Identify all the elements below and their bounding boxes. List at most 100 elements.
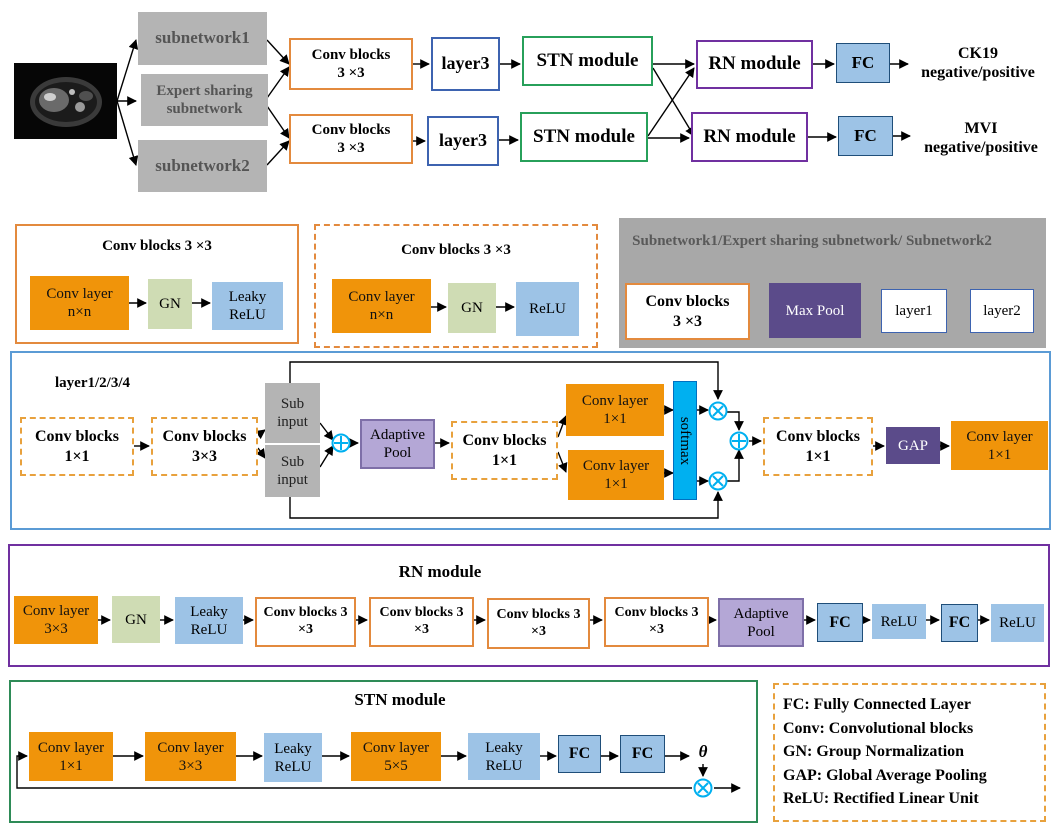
legend-box <box>773 683 1046 822</box>
legend-gap: GAP: Global Average Pooling <box>783 766 987 784</box>
output-ck19-sub: negative/positive <box>921 64 1035 82</box>
stn-fc-1: FC <box>558 735 601 773</box>
theta-label: θ <box>698 742 708 761</box>
fc-top-label: FC <box>851 52 875 72</box>
stn-fc-2: FC <box>620 735 665 773</box>
subnetwork1-label: subnetwork1 <box>155 28 250 48</box>
expert-sharing-subnetwork-box: Expert sharing subnetwork <box>141 74 268 126</box>
sub-input-top: Sub input <box>265 383 320 443</box>
conv-layer-nxn-a: Conv layer n×n <box>30 276 129 330</box>
legend-gn: GN: Group Normalization <box>783 743 965 760</box>
output-ck19: CK19 negative/positive <box>908 44 1048 82</box>
rn-conv-blocks-2-label: Conv blocks 3 ×3 <box>379 605 464 637</box>
stn-multiply-icon <box>693 778 713 798</box>
subnetwork2-box: subnetwork2 <box>138 140 267 192</box>
stn-leaky-relu-1-label: Leaky ReLU <box>274 740 312 775</box>
mri-scan-illustration <box>30 77 102 127</box>
stn-fc-1-label: FC <box>568 745 591 763</box>
rn-bottom-label: RN module <box>703 125 796 147</box>
rn-adaptive-pool-label: Adaptive Pool <box>733 605 789 640</box>
rn-fc-1: FC <box>817 603 863 642</box>
rn-relu-2-label: ReLU <box>999 615 1036 631</box>
layer2-box: layer2 <box>970 289 1034 333</box>
multiply-op-top-icon <box>708 401 728 421</box>
rn-conv-blocks-3: Conv blocks 3 ×3 <box>487 598 590 649</box>
stn-fc-2-label: FC <box>631 745 654 763</box>
layer3-bottom: layer3 <box>427 116 499 166</box>
conv-block-leaky-panel <box>15 224 299 344</box>
conv-layer-out-label: Conv layer 1×1 <box>966 428 1033 463</box>
conv-blocks-bottom: Conv blocks 3 ×3 <box>289 114 413 164</box>
rn-conv-blocks-1-label: Conv blocks 3 ×3 <box>263 605 348 637</box>
relu-b: ReLU <box>516 282 579 336</box>
layer3-top: layer3 <box>431 37 500 91</box>
stn-conv-5x5: Conv layer 5×5 <box>351 732 441 781</box>
conv-layer-out: Conv layer 1×1 <box>951 421 1048 470</box>
rn-relu-1: ReLU <box>872 604 926 639</box>
stn-top-label: STN module <box>536 49 639 71</box>
layer2-label: layer2 <box>983 303 1021 319</box>
fc-top: FC <box>836 43 890 83</box>
stn-conv-3x3: Conv layer 3×3 <box>145 732 236 781</box>
stn-panel <box>9 680 758 823</box>
subnet-panel-title: Subnetwork1/Expert sharing subnetwork/ S… <box>632 233 992 249</box>
layer-conv-mid: Conv blocks 1×1 <box>451 421 558 480</box>
stn-module-top: STN module <box>522 36 653 86</box>
rn-panel-title: RN module <box>398 562 482 581</box>
fc-bottom: FC <box>838 116 893 156</box>
stn-leaky-relu-1: Leaky ReLU <box>264 733 322 782</box>
legend-fc: FC: Fully Connected Layer <box>783 696 971 713</box>
rn-panel <box>8 544 1050 667</box>
rn-conv-blocks-3-label: Conv blocks 3 ×3 <box>496 606 581 639</box>
rn-gn: GN <box>112 596 160 643</box>
conv-layer-1x1-top: Conv layer 1×1 <box>566 384 664 436</box>
layer-panel-title: layer1/2/3/4 <box>55 375 130 391</box>
rn-module-top: RN module <box>696 40 813 89</box>
conv-layer-nxn-b: Conv layer n×n <box>332 279 431 333</box>
rn-conv-blocks-1: Conv blocks 3 ×3 <box>255 597 356 647</box>
conv-layer-1x1-bottom-label: Conv layer 1×1 <box>582 458 650 492</box>
subnet-conv-blocks: Conv blocks 3 ×3 <box>625 283 750 340</box>
max-pool: Max Pool <box>769 283 861 338</box>
plus-op-icon <box>331 433 351 453</box>
output-ck19-title: CK19 <box>958 45 998 62</box>
stn-conv-3x3-label: Conv layer 3×3 <box>157 739 224 774</box>
rn-conv-blocks-4-label: Conv blocks 3 ×3 <box>614 605 699 637</box>
subnetwork1-box: subnetwork1 <box>138 12 267 65</box>
conv-blocks-top: Conv blocks 3 ×3 <box>289 38 413 90</box>
conv-layer-1x1-bottom: Conv layer 1×1 <box>568 450 664 500</box>
adaptive-pool-layer: Adaptive Pool <box>360 419 435 469</box>
gn-a-label: GN <box>159 296 181 312</box>
rn-leaky-relu: Leaky ReLU <box>175 597 243 644</box>
rn-fc-2-label: FC <box>948 614 971 632</box>
rn-relu-2: ReLU <box>991 604 1044 642</box>
rn-gn-label: GN <box>125 611 147 628</box>
layer-conv-1x1-label: Conv blocks 1×1 <box>34 428 120 465</box>
stn-bottom-label: STN module <box>533 125 635 147</box>
layer3-top-label: layer3 <box>441 53 490 74</box>
conv-layer-nxn-b-label: Conv layer n×n <box>348 289 415 323</box>
legend-relu: ReLU: Rectified Linear Unit <box>783 790 979 807</box>
conv-block-relu-panel <box>314 224 598 348</box>
layer-conv-out: Conv blocks 1×1 <box>763 417 873 476</box>
plus-op-right-icon <box>729 431 749 451</box>
gap-box: GAP <box>886 427 940 464</box>
layer3-bottom-label: layer3 <box>439 130 487 151</box>
legend-conv: Conv: Convolutional blocks <box>783 719 974 737</box>
rn-fc-2: FC <box>941 604 978 642</box>
sub-input-bottom: Sub input <box>265 445 320 497</box>
subnet-conv-blocks-label: Conv blocks 3 ×3 <box>645 293 730 330</box>
layer-conv-3x3: Conv blocks 3×3 <box>151 417 258 476</box>
conv-layer-1x1-top-label: Conv layer 1×1 <box>581 393 649 427</box>
expert-sharing-label: Expert sharing subnetwork <box>156 83 253 117</box>
rn-leaky-relu-label: Leaky ReLU <box>190 603 228 638</box>
rn-relu-1-label: ReLU <box>880 613 918 630</box>
gap-label: GAP <box>897 437 928 454</box>
rn-adaptive-pool: Adaptive Pool <box>718 598 804 647</box>
gn-b: GN <box>448 283 496 333</box>
stn-module-bottom: STN module <box>520 112 648 162</box>
rn-conv-blocks-4: Conv blocks 3 ×3 <box>604 597 709 647</box>
rn-fc-1-label: FC <box>829 613 851 631</box>
stn-conv-5x5-label: Conv layer 5×5 <box>362 739 430 774</box>
rn-module-bottom: RN module <box>691 112 808 162</box>
